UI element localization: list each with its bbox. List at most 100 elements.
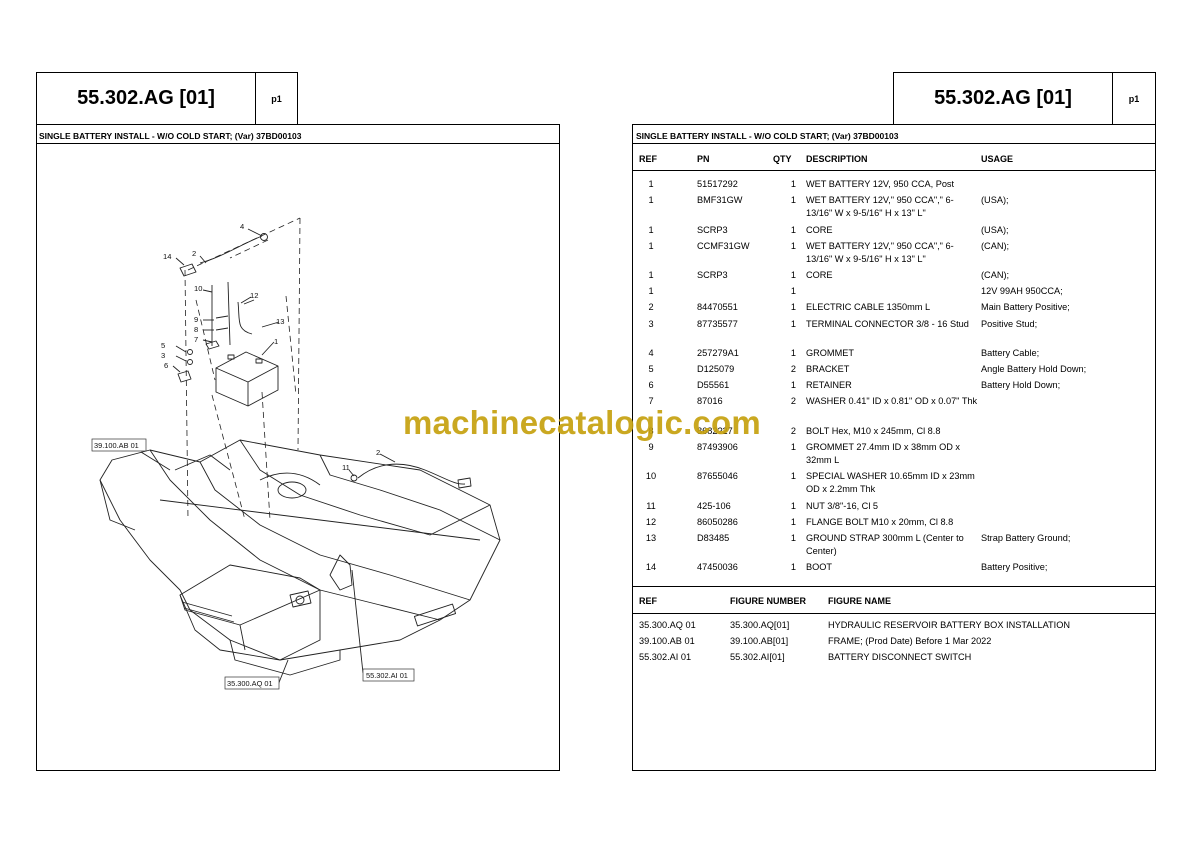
cell-description: GROMMET bbox=[806, 348, 854, 358]
fig-cell-number[interactable]: 55.302.AI[01] bbox=[730, 652, 785, 662]
fig-header-name: FIGURE NAME bbox=[828, 596, 891, 606]
callout-10: 3 bbox=[161, 351, 165, 360]
cell-description: WET BATTERY 12V," 950 CCA"," 6-13/16" W … bbox=[806, 241, 954, 264]
fig-cell-number[interactable]: 35.300.AQ[01] bbox=[730, 620, 790, 630]
cell-description: BOLT Hex, M10 x 245mm, Cl 8.8 bbox=[806, 426, 941, 436]
ref-box-frame[interactable]: 39.100.AB 01 bbox=[94, 441, 139, 450]
cell-usage: 12V 99AH 950CCA; bbox=[981, 286, 1063, 296]
cell-pn[interactable]: D83485 bbox=[697, 533, 730, 543]
cell-ref[interactable]: 6 bbox=[648, 380, 654, 390]
callout-2-lower: 2 bbox=[376, 448, 380, 457]
cell-description: FLANGE BOLT M10 x 20mm, Cl 8.8 bbox=[806, 517, 954, 527]
cell-pn[interactable]: 8682?27 bbox=[697, 426, 733, 436]
cell-ref[interactable]: 9 bbox=[648, 442, 654, 452]
cell-ref[interactable]: 1 bbox=[648, 286, 654, 296]
col-header-description: DESCRIPTION bbox=[806, 154, 868, 164]
cell-usage: Battery Positive; bbox=[981, 562, 1048, 572]
cell-usage: Positive Stud; bbox=[981, 319, 1038, 329]
cell-qty: 2 bbox=[790, 396, 796, 406]
cell-ref[interactable]: 3 bbox=[648, 319, 654, 329]
cell-ref[interactable]: 1 bbox=[648, 241, 654, 251]
cell-pn[interactable]: 87016 bbox=[697, 396, 723, 406]
cell-ref[interactable]: 1 bbox=[648, 225, 654, 235]
cell-description: WET BATTERY 12V, 950 CCA, Post bbox=[806, 179, 955, 189]
cell-ref[interactable]: 1 bbox=[648, 179, 654, 189]
cell-description: GROMMET 27.4mm ID x 38mm OD x 32mm L bbox=[806, 442, 960, 465]
cell-description: RETAINER bbox=[806, 380, 852, 390]
cell-usage: Battery Cable; bbox=[981, 348, 1040, 358]
left-figure-code: 55.302.AG [01] bbox=[36, 72, 256, 125]
cell-pn[interactable]: 51517292 bbox=[697, 179, 738, 189]
cell-description: CORE bbox=[806, 225, 833, 235]
col-header-usage: USAGE bbox=[981, 154, 1014, 164]
cell-ref[interactable]: 14 bbox=[645, 562, 657, 572]
cell-description: BOOT bbox=[806, 562, 833, 572]
cell-ref[interactable]: 1 bbox=[648, 270, 654, 280]
cell-description: WASHER 0.41" ID x 0.81" OD x 0.07" Thk bbox=[806, 396, 978, 406]
cell-usage: (CAN); bbox=[981, 270, 1010, 280]
cell-ref[interactable]: 5 bbox=[648, 364, 654, 374]
callout-6: 8 bbox=[194, 325, 198, 334]
cell-description: GROUND STRAP 300mm L (Center to Center) bbox=[806, 533, 964, 556]
cell-description: ELECTRIC CABLE 1350mm L bbox=[806, 302, 931, 312]
battery-install-diagram: 4 2 14 10 12 13 9 8 7 1 5 3 6 2 11 39.10… bbox=[91, 217, 501, 690]
cell-qty: 1 bbox=[790, 442, 796, 452]
cell-qty: 1 bbox=[790, 319, 796, 329]
ref-box-disconnect-switch[interactable]: 55.302.AI 01 bbox=[366, 671, 408, 680]
cell-pn[interactable]: SCRP3 bbox=[697, 270, 728, 280]
cell-qty: 1 bbox=[790, 270, 796, 280]
cell-pn[interactable]: 87493906 bbox=[697, 442, 738, 452]
fig-cell-ref: 39.100.AB 01 bbox=[639, 636, 695, 646]
figures-top-divider bbox=[632, 586, 1156, 587]
cell-qty: 1 bbox=[790, 380, 796, 390]
fig-cell-ref: 35.300.AQ 01 bbox=[639, 620, 696, 630]
cell-ref[interactable]: 4 bbox=[648, 348, 654, 358]
cell-pn[interactable]: 87735577 bbox=[697, 319, 738, 329]
cell-qty: 1 bbox=[790, 286, 796, 296]
cell-qty: 1 bbox=[790, 179, 796, 189]
cell-qty: 1 bbox=[790, 562, 796, 572]
cell-pn[interactable]: 47450036 bbox=[697, 562, 738, 572]
cell-ref[interactable]: 11 bbox=[646, 501, 656, 511]
cell-pn[interactable]: SCRP3 bbox=[697, 225, 728, 235]
watermark-text: machinecatalogic.com bbox=[403, 404, 761, 441]
cell-pn[interactable]: 86050286 bbox=[697, 517, 738, 527]
cell-description: BRACKET bbox=[806, 364, 850, 374]
cell-ref[interactable]: 7 bbox=[648, 396, 654, 406]
cell-qty: 1 bbox=[790, 195, 796, 205]
cell-pn[interactable]: CCMF31GW bbox=[697, 241, 750, 251]
cell-pn[interactable]: D125079 bbox=[697, 364, 735, 374]
cell-ref[interactable]: 8 bbox=[648, 426, 654, 436]
cell-ref[interactable]: 12 bbox=[645, 517, 657, 527]
right-parts-panel bbox=[632, 124, 1156, 771]
fig-cell-number[interactable]: 39.100.AB[01] bbox=[730, 636, 789, 646]
cell-ref[interactable]: 13 bbox=[645, 533, 657, 543]
cell-ref[interactable]: 1 bbox=[648, 195, 654, 205]
right-figure-code: 55.302.AG [01] bbox=[893, 72, 1113, 125]
callout-3: 6 bbox=[164, 361, 168, 370]
cell-qty: 1 bbox=[790, 517, 796, 527]
callout-13: 13 bbox=[276, 317, 284, 326]
left-page-number: p1 bbox=[255, 72, 298, 125]
callout-12: 12 bbox=[250, 291, 258, 300]
figures-header-divider bbox=[632, 613, 1156, 614]
col-header-ref: REF bbox=[639, 154, 657, 164]
callout-11: 5 bbox=[161, 341, 165, 350]
callout-4: 4 bbox=[240, 222, 244, 231]
cell-ref[interactable]: 2 bbox=[648, 302, 654, 312]
cell-pn[interactable]: 84470551 bbox=[697, 302, 738, 312]
cell-pn[interactable]: 425-106 bbox=[697, 501, 731, 511]
cell-usage: (USA); bbox=[981, 225, 1009, 235]
cell-pn[interactable]: 257279A1 bbox=[697, 348, 739, 358]
cell-usage: (CAN); bbox=[981, 241, 1010, 251]
cell-ref[interactable]: 10 bbox=[645, 471, 657, 481]
ref-box-hydraulic-reservoir[interactable]: 35.300.AQ 01 bbox=[227, 679, 273, 688]
cell-usage: Angle Battery Hold Down; bbox=[981, 364, 1087, 374]
cell-usage: Battery Hold Down; bbox=[981, 380, 1061, 390]
callout-9: 11 bbox=[342, 463, 350, 472]
cell-qty: 1 bbox=[790, 471, 796, 481]
cell-pn[interactable]: D55561 bbox=[697, 380, 730, 390]
cell-pn[interactable]: BMF31GW bbox=[697, 195, 743, 205]
cell-pn[interactable]: 87655046 bbox=[697, 471, 738, 481]
cell-description: WET BATTERY 12V," 950 CCA"," 6-13/16" W … bbox=[806, 195, 954, 218]
